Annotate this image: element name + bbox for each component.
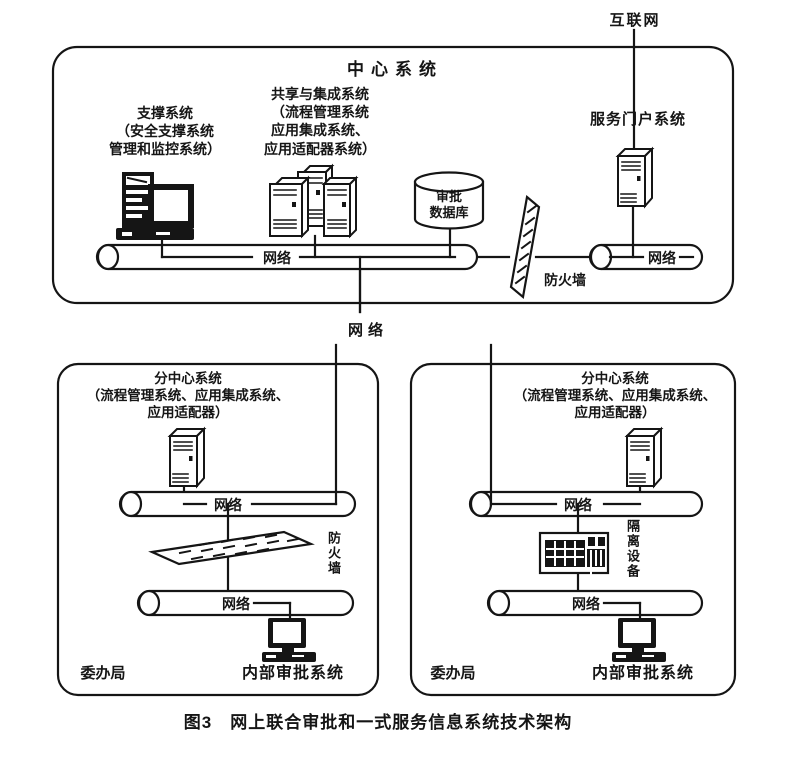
integration-system-label: 共享与集成系统 （流程管理系统 应用集成系统、 应用适配器系统） (264, 86, 376, 157)
branch-server-left-icon (167, 426, 207, 489)
firewall-icon (509, 194, 541, 300)
workstation-icon (116, 172, 194, 240)
network-label-right-upper: 网络 (564, 497, 592, 513)
portal-system-label: 服务门户系统 (589, 111, 686, 128)
isolation-device-label: 隔离设备 (625, 519, 640, 579)
network-pipe-dmz (588, 243, 704, 271)
network-pipe-left-upper (118, 490, 357, 518)
network-label-left-upper: 网络 (214, 497, 242, 513)
network-label-between: 网络 (347, 322, 388, 339)
support-system-label: 支撑系统 （安全支撑系统 管理和监控系统） (109, 105, 221, 158)
network-label-dmz: 网络 (648, 250, 676, 266)
desktop-computer-left-icon (262, 618, 316, 662)
branch-right-title: 分中心系统 （流程管理系统、应用集成系统、 应用适配器） (513, 371, 717, 420)
network-pipe-right-lower (486, 589, 704, 617)
portal-server-icon (615, 146, 655, 209)
branch-right-box (409, 362, 737, 697)
left-firewall-label: 防火墙 (326, 531, 341, 576)
center-firewall-label: 防火墙 (544, 272, 586, 288)
internal-approval-right-label: 内部审批系统 (591, 665, 694, 682)
network-pipe-main (95, 243, 479, 271)
network-pipe-right-upper (468, 490, 704, 518)
database-label: 审批 数据库 (429, 189, 469, 220)
center-system-box (51, 45, 735, 305)
agency-left-label: 委办局 (80, 665, 126, 682)
internet-label: 互联网 (609, 12, 661, 29)
network-label-main: 网络 (263, 250, 291, 266)
desktop-computer-right-icon (612, 618, 666, 662)
branch-left-title: 分中心系统 （流程管理系统、应用集成系统、 应用适配器） (86, 371, 290, 420)
network-label-left-lower: 网络 (222, 596, 250, 612)
firewall-slab-icon (148, 530, 315, 566)
figure-caption: 图3 网上联合审批和一式服务信息系统技术架构 (183, 713, 573, 732)
internal-approval-left-label: 内部审批系统 (241, 665, 344, 682)
database-icon (413, 171, 485, 230)
network-label-right-lower: 网络 (572, 596, 600, 612)
branch-server-right-icon (624, 426, 664, 489)
network-pipe-left-lower (136, 589, 355, 617)
agency-right-label: 委办局 (430, 665, 476, 682)
center-system-title: 中心系统 (347, 60, 443, 79)
server-cluster-icon (269, 163, 359, 239)
branch-left-box (56, 362, 380, 697)
